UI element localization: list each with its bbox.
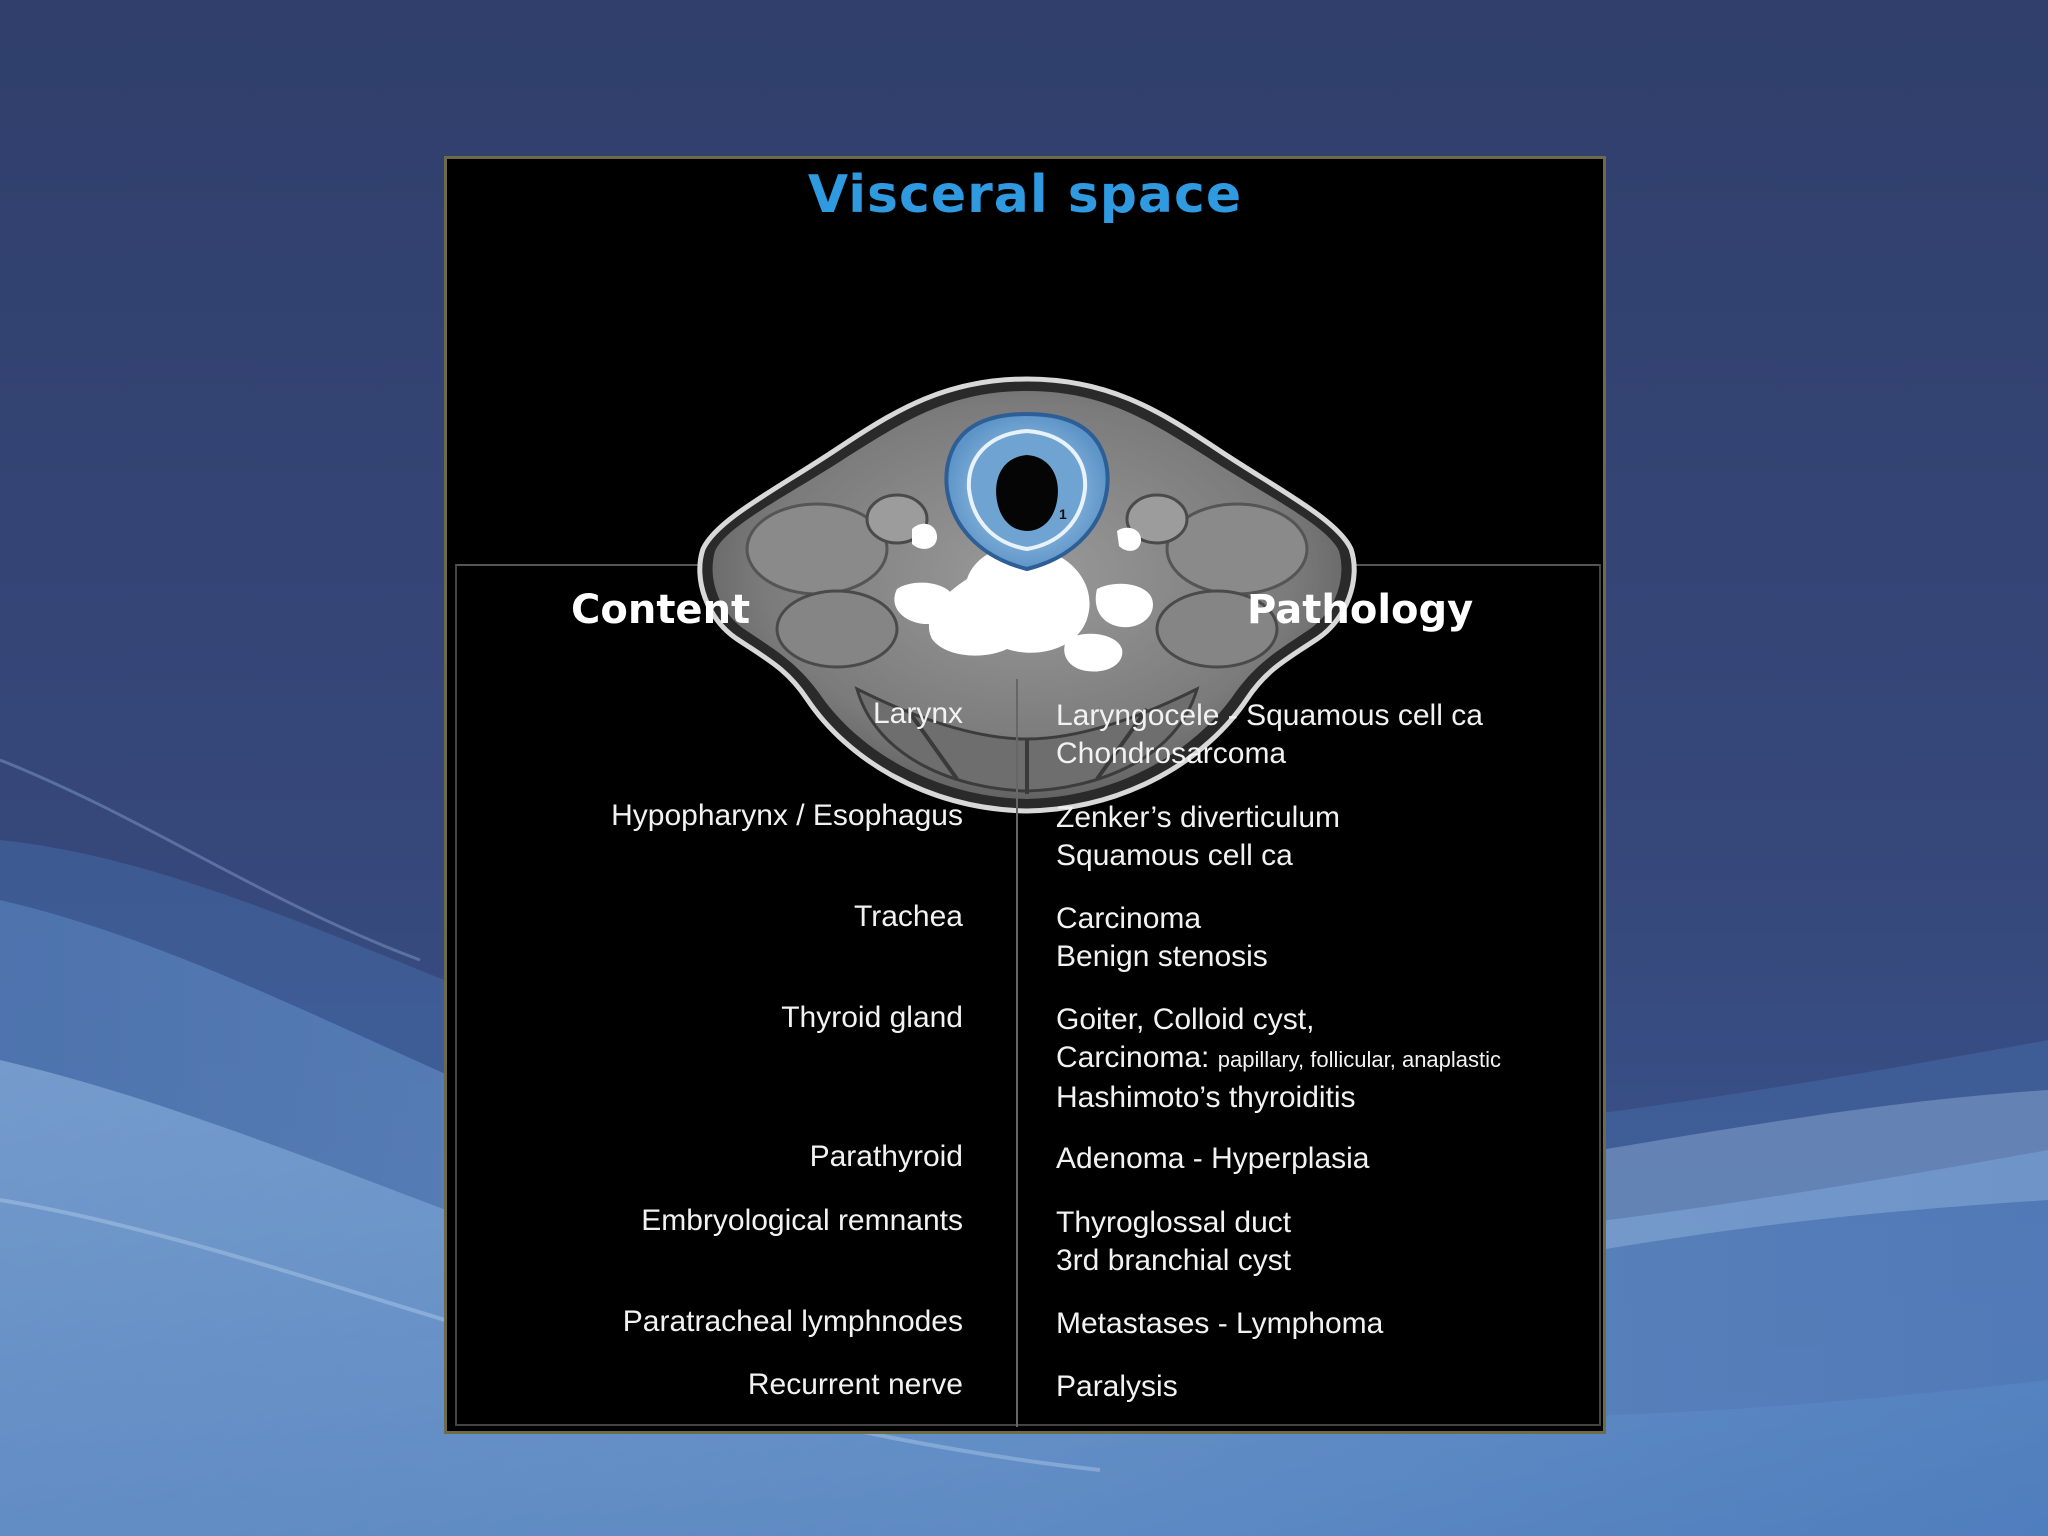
content-column-header: Content: [571, 587, 751, 633]
pathology-cell: Goiter, Colloid cyst, Carcinoma: papilla…: [1056, 1001, 1501, 1117]
pathology-line: Adenoma - Hyperplasia: [1056, 1142, 1370, 1175]
slide-title: Visceral space: [807, 165, 1243, 225]
content-cell: Larynx: [872, 697, 963, 730]
pathology-cell: Paralysis: [1056, 1368, 1178, 1406]
content-cell: Hypopharynx / Esophagus: [611, 799, 963, 832]
pathology-line: Goiter, Colloid cyst,: [1056, 1003, 1315, 1036]
pathology-line: Thyroglossal duct: [1056, 1206, 1292, 1239]
content-cell: Paratracheal lymphnodes: [622, 1305, 963, 1338]
pathology-line: Benign stenosis: [1056, 940, 1268, 973]
pathology-cell: Carcinoma Benign stenosis: [1056, 900, 1268, 976]
pathology-text: Carcinoma:: [1056, 1041, 1210, 1074]
pathology-line: Chondrosarcoma: [1056, 737, 1287, 770]
pathology-line: 3rd branchial cyst: [1056, 1244, 1292, 1277]
content-cell: Embryological remnants: [641, 1204, 963, 1237]
content-cell: Trachea: [854, 900, 963, 933]
content-cell: Parathyroid: [809, 1140, 963, 1173]
content-cell: Thyroid gland: [781, 1001, 963, 1034]
pathology-subtypes: papillary, follicular, anaplastic: [1217, 1047, 1502, 1072]
ct-marker-label: 1: [1059, 506, 1067, 522]
pathology-cell: Adenoma - Hyperplasia: [1056, 1140, 1370, 1178]
pathology-line: Laryngocele - Squamous cell ca: [1056, 699, 1483, 732]
pathology-line: Carcinoma: papillary, follicular, anapla…: [1056, 1039, 1501, 1079]
pathology-cell: Metastases - Lymphoma: [1056, 1305, 1383, 1343]
pathology-line: Hashimoto’s thyroiditis: [1056, 1081, 1356, 1114]
pathology-line: Metastases - Lymphoma: [1056, 1307, 1384, 1340]
pathology-line: Carcinoma: [1056, 902, 1202, 935]
pathology-line: Zenker’s diverticulum: [1056, 801, 1340, 834]
column-divider: [1016, 679, 1018, 1427]
pathology-cell: Thyroglossal duct 3rd branchial cyst: [1056, 1204, 1291, 1280]
pathology-cell: Laryngocele - Squamous cell ca Chondrosa…: [1056, 697, 1483, 773]
pathology-line: Squamous cell ca: [1056, 839, 1293, 872]
pathology-cell: Zenker’s diverticulum Squamous cell ca: [1056, 799, 1340, 875]
pathology-line: Paralysis: [1056, 1370, 1178, 1403]
ct-neck-scan-image: 1: [697, 376, 1357, 814]
slide-panel: Visceral space: [444, 156, 1606, 1434]
pathology-column-header: Pathology: [1247, 587, 1474, 633]
content-cell: Recurrent nerve: [747, 1368, 963, 1401]
